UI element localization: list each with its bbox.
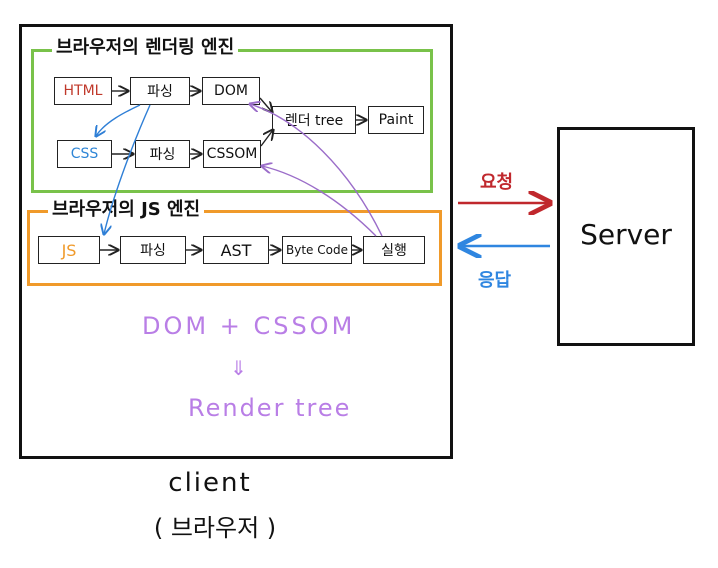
parse-node-js: 파싱 (120, 236, 186, 264)
parse-node-css: 파싱 (135, 140, 190, 168)
client-label: client (168, 468, 252, 498)
client-sublabel: ( 브라우저 ) (153, 514, 277, 542)
response-label: 응답 (478, 270, 512, 291)
request-label: 요청 (480, 172, 514, 193)
note-arrow: ⇓ (230, 356, 247, 380)
bytecode-node: Byte Code (282, 236, 352, 264)
note-line1: DOM + CSSOM (142, 312, 356, 340)
css-node: CSS (57, 140, 112, 168)
html-node: HTML (54, 77, 112, 105)
cssom-node: CSSOM (203, 140, 261, 168)
note-line2: Render tree (188, 394, 352, 422)
dom-node: DOM (202, 77, 260, 105)
render-engine-title: 브라우저의 렌더링 엔진 (52, 37, 239, 59)
parse-node-html: 파싱 (130, 77, 190, 105)
server-label: Server (580, 218, 672, 251)
client-box (19, 24, 453, 459)
js-engine-box (27, 210, 442, 286)
render-tree-node: 렌더 tree (272, 106, 356, 134)
js-node: JS (38, 236, 100, 264)
paint-node: Paint (368, 106, 424, 134)
execute-node: 실행 (363, 236, 425, 264)
server-box (557, 127, 695, 346)
js-engine-title: 브라우저의 JS 엔진 (48, 199, 205, 221)
ast-node: AST (203, 236, 269, 264)
